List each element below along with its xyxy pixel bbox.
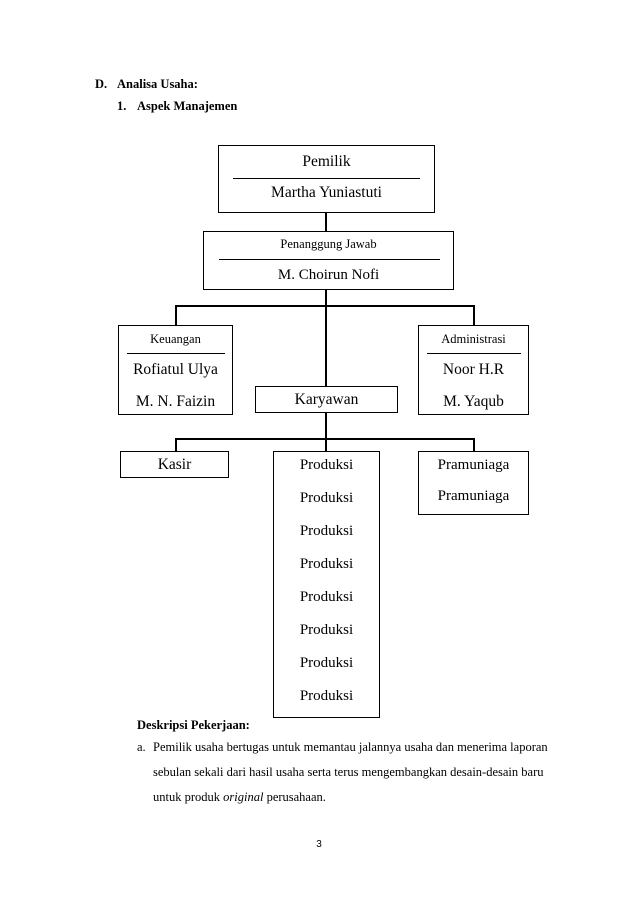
section-title: Analisa Usaha:	[117, 77, 198, 91]
production-box: Produksi Produksi Produksi Produksi Prod…	[273, 451, 380, 718]
connector-cashier-drop	[175, 438, 177, 451]
administration-role: Administrasi	[441, 332, 506, 346]
cashier-box: Kasir	[120, 451, 229, 478]
finance-divider	[127, 353, 225, 354]
item-a-text: untuk produk	[153, 790, 224, 804]
connector-finance-drop	[175, 305, 177, 325]
connector-responsible-employees	[325, 290, 327, 386]
connector-upper-horizontal	[175, 305, 474, 307]
finance-member: M. N. Faizin	[135, 393, 216, 410]
production-item: Produksi	[299, 688, 354, 704]
owner-divider	[233, 178, 420, 179]
administration-divider	[427, 353, 521, 354]
production-item: Produksi	[299, 556, 354, 572]
production-item: Produksi	[299, 523, 354, 539]
employees-box: Karyawan	[255, 386, 398, 413]
finance-member: Rofiatul Ulya	[133, 361, 218, 378]
production-item: Produksi	[299, 457, 354, 473]
finance-role: Keuangan	[150, 332, 201, 346]
item-a-line: Pemilik usaha bertugas untuk memantau ja…	[153, 740, 548, 754]
administration-member: Noor H.R	[442, 361, 505, 378]
production-item: Produksi	[299, 655, 354, 671]
job-description-heading: Deskripsi Pekerjaan:	[137, 718, 250, 732]
subsection-label: 1.	[117, 99, 127, 113]
cashier-label: Kasir	[157, 456, 192, 473]
responsible-box: Penanggung Jawab M. Choirun Nofi	[203, 231, 454, 290]
item-a-line: sebulan sekali dari hasil usaha serta te…	[153, 765, 544, 779]
administration-member: M. Yaqub	[443, 393, 504, 410]
shop-assistant-box: Pramuniaga Pramuniaga	[418, 451, 529, 515]
employees-label: Karyawan	[294, 391, 359, 408]
connector-lower-horizontal	[175, 438, 474, 440]
item-a-line: untuk produk original perusahaan.	[153, 785, 326, 810]
production-item: Produksi	[299, 490, 354, 506]
item-a-italic-text: original	[223, 790, 264, 804]
production-item: Produksi	[299, 622, 354, 638]
item-a-label: a.	[137, 740, 146, 754]
finance-box: Keuangan Rofiatul Ulya M. N. Faizin	[118, 325, 233, 415]
item-a-text: perusahaan.	[263, 790, 326, 804]
connector-employees-down	[325, 412, 327, 451]
connector-owner-responsible	[325, 213, 327, 232]
page-number: 3	[316, 839, 322, 850]
connector-admin-drop	[473, 305, 475, 325]
owner-role: Pemilik	[302, 153, 351, 170]
shop-assistant-item: Pramuniaga	[437, 488, 510, 504]
responsible-name: M. Choirun Nofi	[277, 267, 380, 283]
subsection-title: Aspek Manajemen	[137, 99, 238, 113]
responsible-divider	[219, 259, 440, 260]
section-label: D.	[95, 77, 108, 91]
production-item: Produksi	[299, 589, 354, 605]
administration-box: Administrasi Noor H.R M. Yaqub	[418, 325, 529, 415]
shop-assistant-item: Pramuniaga	[437, 457, 510, 473]
owner-name: Martha Yuniastuti	[271, 184, 382, 201]
responsible-role: Penanggung Jawab	[280, 237, 377, 251]
owner-box: Pemilik Martha Yuniastuti	[218, 145, 435, 213]
connector-shop-assistant-drop	[473, 438, 475, 451]
